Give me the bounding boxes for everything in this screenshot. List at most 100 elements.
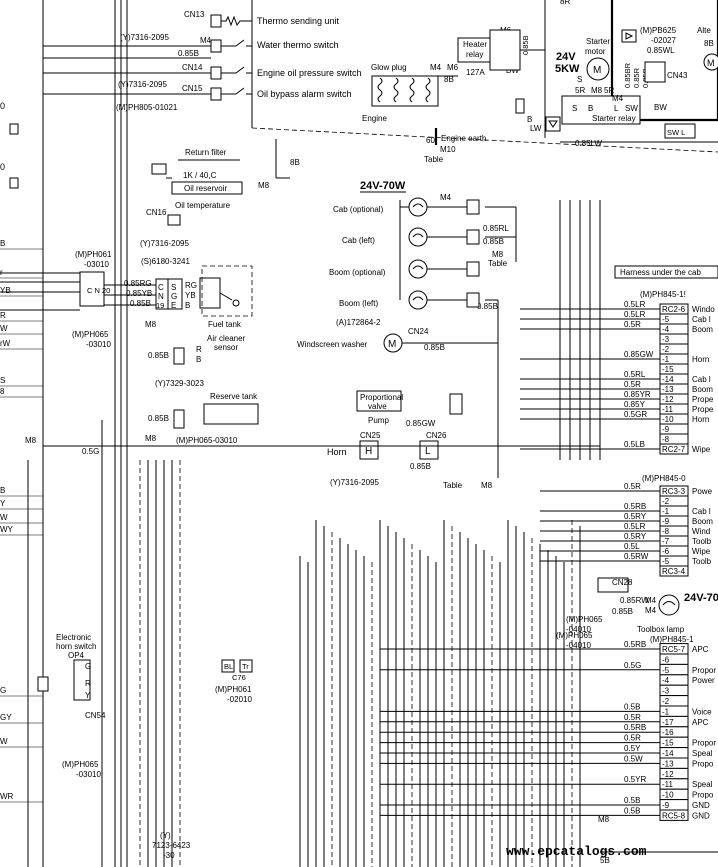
rc5-group-wire-label: 0.5B <box>624 702 640 711</box>
cab-left-label: Cab (left) <box>342 236 375 245</box>
s2-label: S <box>572 104 577 113</box>
lamp-section: 24V-70W M4 Cab (optional) Cab (left) 0.8… <box>297 180 517 490</box>
sw-l-label: SW L <box>667 128 685 137</box>
rc5-group-wire-label: 0.5RB <box>624 723 646 732</box>
engine-sensors: CN13 Thermo sending unit (Y)7316-2095 M4… <box>0 10 362 189</box>
fuel-tank-label: Fuel tank <box>208 320 242 329</box>
rc3-group-wire-label: 0.5RB <box>624 502 646 511</box>
085r-vert: 0.85R <box>632 67 641 88</box>
left-edge-label: B <box>0 486 5 495</box>
rc2-group-wire-label: 0.5LB <box>624 440 645 449</box>
hydraulic-sensors: Return filter 1K / 40,C Oil reservoir Oi… <box>0 139 300 445</box>
code-03010: -03010 <box>84 260 109 269</box>
c76-label: C76 <box>232 673 246 682</box>
engine-label: Engine <box>362 114 387 123</box>
rc5-group-row: -10 <box>662 791 674 800</box>
part-7316-b: (Y)7316-2095 <box>118 80 167 89</box>
horn-switch-2: horn switch <box>56 642 96 651</box>
rc5-group-desc: Propor <box>692 739 716 748</box>
rc5-group-desc: Voice <box>692 707 712 716</box>
wire-085b: 0.85B <box>178 49 199 58</box>
starter-motor-2: motor <box>585 47 606 56</box>
m10-label: M10 <box>440 145 456 154</box>
water-thermo-switch-label: Water thermo switch <box>257 40 339 50</box>
085b-boom: 0.85B <box>477 302 498 311</box>
rc5-group-wire-label: 0.5B <box>624 796 640 805</box>
wire-085b-air: 0.85B <box>148 351 169 360</box>
air-cleaner-2: sensor <box>214 343 238 352</box>
bl-label: BL <box>224 662 233 671</box>
rc3-group-row: -6 <box>662 547 670 556</box>
horn-h: H <box>365 446 372 457</box>
rc2-group-desc: Boom <box>692 385 713 394</box>
rc3-group-row: -8 <box>662 527 670 536</box>
prop-valve-1: Proportional <box>360 393 403 402</box>
lamp-title: 24V-70W <box>360 180 406 192</box>
rc2-group-desc: Boom <box>692 325 713 334</box>
s-fuel: S <box>171 283 176 292</box>
rc3-group-desc: Toolb <box>692 557 712 566</box>
rc2-group-row: RC2-6 <box>662 305 686 314</box>
starter-5kw: 5KW <box>555 63 580 75</box>
ph065-a: (M)PH065 <box>566 615 603 624</box>
rc2-group-row: -5 <box>662 315 670 324</box>
rc5-group-row: -13 <box>662 759 674 768</box>
part-7316-a: (Y)7316-2095 <box>120 33 169 42</box>
toolbox-24v: 24V-70 <box>684 592 718 604</box>
s-label: S <box>577 75 582 84</box>
tr-label: Tr <box>242 662 249 671</box>
yb-fuel: YB <box>185 291 196 300</box>
code-04010-b: -04010 <box>566 641 591 650</box>
m8-rc5: M8 <box>598 815 610 824</box>
rc3-group-desc: Wind <box>692 527 710 536</box>
rc5-group-wire-label: 0.5R <box>624 713 641 722</box>
rc3-group-row: -5 <box>662 557 670 566</box>
part-7316-c: (Y)7316-2095 <box>140 239 189 248</box>
part-ph061: (M)PH061 <box>75 250 112 259</box>
rc2-group-desc: Windo <box>692 305 715 314</box>
rc3-group-cell <box>659 565 689 577</box>
left-edge-label: YB <box>0 286 11 295</box>
8b-engine: 8B <box>444 75 454 84</box>
127a-label: 127A <box>466 68 485 77</box>
thermo-sending-unit-label: Thermo sending unit <box>257 16 340 26</box>
ph625-label: (M)PB625 <box>640 26 677 35</box>
y-misc: (Y) <box>160 831 171 840</box>
b2-label: B <box>588 104 593 113</box>
oil-reservoir-label: Oil reservoir <box>184 184 227 193</box>
rc5-group-row: RC5-8 <box>662 811 686 820</box>
part-ph065: (M)PH065 <box>72 330 109 339</box>
rc2-group-wire-label: 0.5RL <box>624 370 646 379</box>
code-04010-a: -04010 <box>566 625 591 634</box>
starter-24v: 24V <box>556 51 576 63</box>
rc5-group-wire-label: 0.5YR <box>624 775 646 784</box>
toolbox-lamp-label: Toolbox lamp <box>637 625 685 634</box>
rc5-group-desc: Propor <box>692 666 716 675</box>
rc5-group-row: -9 <box>662 801 670 810</box>
b-air: B <box>196 355 201 364</box>
rc2-group-wire-label: 0.5LR <box>624 310 646 319</box>
rc2-group-desc: Wipe <box>692 445 711 454</box>
g-switch: G <box>85 662 91 671</box>
rc5-group-row: -1 <box>662 707 670 716</box>
left-0b: 0 <box>0 162 5 172</box>
rc2-group-wire-label: 0.85YR <box>624 390 651 399</box>
rc3-group-desc: Powe <box>692 487 713 496</box>
ph065-b: (M)PH065 <box>556 631 593 640</box>
rc5-group-desc: APC <box>692 645 709 654</box>
n-label: N <box>158 292 164 301</box>
rc2-group-wire-label: 0.85Y <box>624 400 646 409</box>
ph845b-label: (M)PH845-0 <box>642 474 686 483</box>
m8-hyd: M8 <box>258 181 270 190</box>
oil-pressure-switch-label: Engine oil pressure switch <box>257 68 362 78</box>
rc3-group-wire-label: 0.5L <box>624 542 640 551</box>
rc5-group-row: -6 <box>662 655 670 664</box>
rc2-group-row: -2 <box>662 345 670 354</box>
rc2-group-desc: Prope <box>692 405 714 414</box>
lw-label: LW <box>530 124 542 133</box>
8r-label: 8R <box>560 0 570 6</box>
